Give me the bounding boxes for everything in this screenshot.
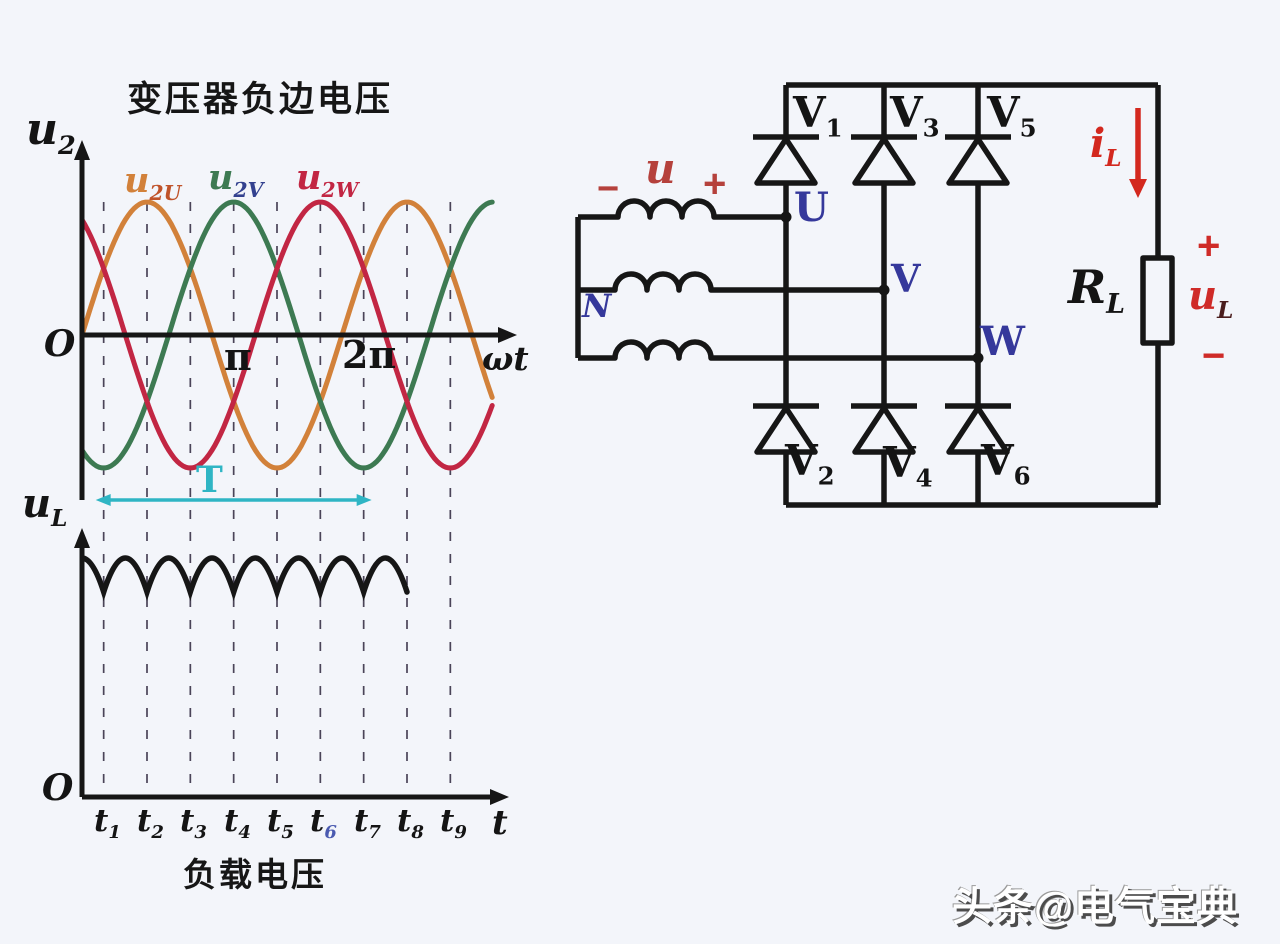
rectified-output-curve	[82, 555, 410, 602]
winding-U	[578, 198, 786, 220]
upper-y-axis-label: u2	[26, 104, 76, 161]
diode-V4	[851, 403, 917, 455]
junction-dot-U	[780, 211, 792, 223]
diode-label-V2: V2	[785, 436, 835, 491]
tick-2pi: 2π	[342, 332, 397, 377]
upper-y-arrow-icon	[74, 140, 90, 160]
series-label-u2W: u2W	[296, 157, 359, 202]
t-label-2: t2	[137, 803, 164, 844]
t-label-8: t8	[397, 803, 424, 844]
source-minus-sign: −	[597, 168, 620, 210]
winding-V	[578, 271, 884, 293]
winding-W	[578, 339, 978, 361]
lower-y-arrow-icon	[74, 528, 90, 548]
time-gridlines	[102, 202, 452, 787]
t-label-7: t7	[354, 803, 381, 844]
t-label-6: t6	[310, 803, 337, 844]
diode-V6	[945, 403, 1011, 455]
lower-origin-label: O	[42, 767, 74, 809]
t-label-5: t5	[267, 803, 294, 844]
t-label-1: t1	[94, 803, 121, 844]
load-current-label: iL	[1090, 120, 1122, 172]
diode-label-V5: V5	[987, 88, 1037, 143]
source-voltage-label: u	[645, 144, 676, 193]
tick-pi: π	[224, 334, 252, 379]
load-minus-sign: −	[1202, 334, 1226, 378]
diode-label-V3: V3	[890, 88, 940, 143]
lower-axes	[79, 540, 498, 800]
diode-V3	[851, 134, 917, 186]
series-label-u2U: u2U	[124, 160, 182, 205]
lower-x-axis-label: t	[492, 803, 508, 843]
lower-x-arrow-icon	[490, 789, 509, 805]
upper-origin-label: O	[44, 323, 76, 365]
load-plus-sign: +	[1197, 224, 1221, 268]
period-label: T	[196, 459, 223, 501]
upper-axes	[79, 148, 506, 500]
watermark: 头条@电气宝典	[952, 885, 1239, 929]
upper-x-axis-label: ωt	[482, 339, 529, 378]
diode-V5	[945, 134, 1011, 186]
rectifier-circuit	[575, 82, 1175, 508]
load-title: 负载电压	[183, 856, 327, 893]
phase-voltage-curves	[79, 199, 495, 471]
junction-dot-W	[972, 352, 984, 364]
load-resistor-label: RL	[1068, 260, 1125, 321]
lower-y-axis-label: uL	[22, 480, 68, 532]
phase-label-V: V	[891, 256, 921, 301]
diode-V2	[753, 403, 819, 455]
junction-dot-V	[878, 284, 890, 296]
neutral-label: N	[582, 287, 612, 325]
diode-label-V6: V6	[981, 436, 1031, 491]
phase-label-W: W	[980, 318, 1025, 365]
upper-x-arrow-icon	[498, 327, 517, 343]
diode-V1	[753, 134, 819, 186]
waveform-title: 变压器负边电压	[127, 80, 394, 119]
period-arrow	[95, 494, 372, 506]
t-label-9: t9	[440, 803, 467, 844]
t-label-4: t4	[224, 803, 251, 844]
series-label-u2V: u2V	[208, 157, 264, 202]
load-voltage-label: uL	[1188, 272, 1234, 324]
load-resistor-symbol	[1140, 255, 1175, 346]
diode-label-V1: V1	[793, 88, 843, 143]
phase-label-U: U	[794, 184, 829, 231]
source-plus-sign: +	[703, 162, 727, 206]
diode-label-V4: V4	[883, 438, 933, 493]
load-current-arrow-icon	[1129, 108, 1147, 198]
t-label-3: t3	[180, 803, 207, 844]
